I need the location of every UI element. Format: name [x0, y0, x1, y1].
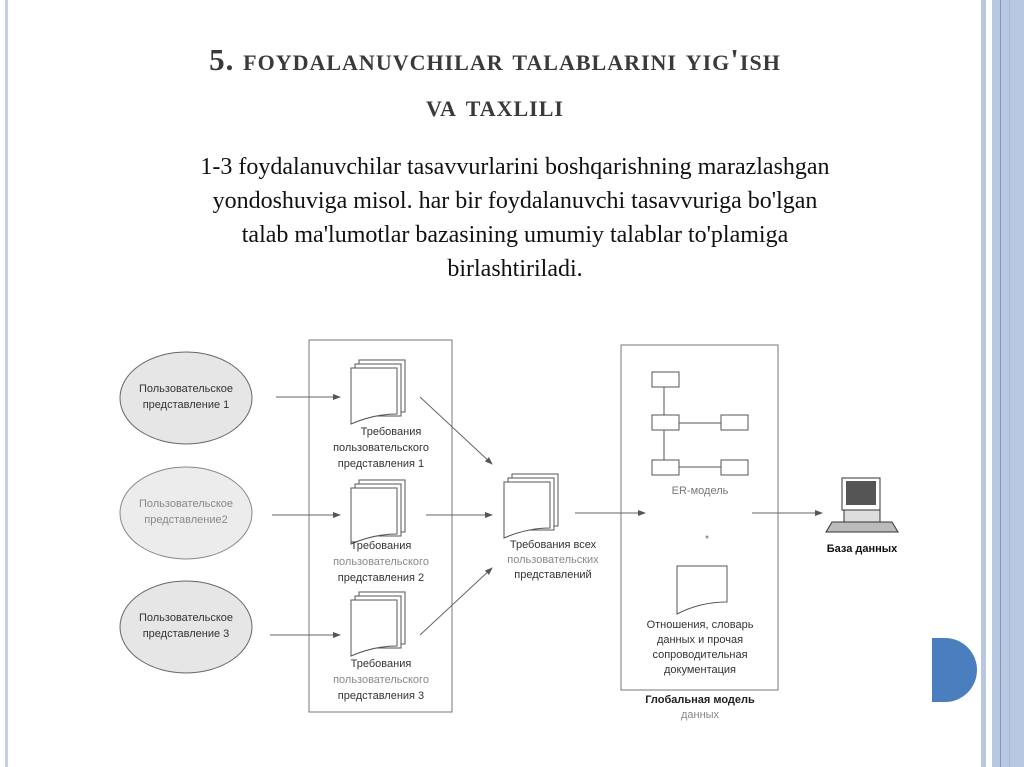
- label: Пользовательское: [139, 383, 233, 395]
- diagram-label: представления 3: [338, 690, 424, 702]
- diagram-shape: [651, 414, 680, 431]
- diagram-label: Требования: [351, 658, 412, 670]
- left-border: [5, 0, 8, 767]
- database-computer-icon: [825, 477, 899, 533]
- er-model-label: ER-модель: [672, 485, 729, 497]
- label: представление 1: [143, 399, 230, 411]
- user-view-2: Пользовательское представление2: [119, 466, 253, 560]
- diagram-shape: [503, 473, 559, 539]
- body-line: birlashtiriladi.: [447, 256, 583, 282]
- relations-doc: [676, 565, 728, 615]
- diagram-shape: [705, 535, 709, 539]
- diagram-label: Требования: [351, 540, 412, 552]
- diagram-shape: [720, 414, 749, 431]
- arrows: [270, 394, 823, 638]
- diagram-label: пользовательского: [333, 442, 429, 454]
- diagram-shape: [350, 479, 406, 545]
- user-view-1: Пользовательское представление 1: [119, 351, 253, 445]
- diagram-shape: [720, 459, 749, 476]
- diagram-shape: [651, 371, 680, 388]
- diagram-label: пользовательского: [333, 674, 429, 686]
- diagram-label: Отношения, словарь: [647, 619, 754, 631]
- decor-stripe-line: [1009, 0, 1010, 767]
- decor-stripe: [992, 0, 1024, 767]
- diagram-shape: [119, 351, 253, 445]
- user-view-3: Пользовательское представление 3: [119, 580, 253, 674]
- diagram-label: представления 1: [338, 458, 424, 470]
- decor-stripe-line: [1000, 0, 1001, 767]
- diagram-shape: [651, 459, 680, 476]
- label: представление2: [144, 514, 227, 526]
- global-model-label: данных: [681, 709, 720, 721]
- diagram-label: Требования всех: [510, 539, 597, 551]
- diagram-label: пользовательских: [507, 554, 599, 566]
- global-model-label: Глобальная модель: [645, 694, 755, 706]
- diagram-shape: [419, 567, 493, 636]
- label: Пользовательское: [139, 612, 233, 624]
- decor-stripe: [981, 0, 986, 767]
- diagram-label: пользовательского: [333, 556, 429, 568]
- diagram-label: сопроводительная: [652, 649, 747, 661]
- diagram-shape: [350, 359, 406, 425]
- slide-title-line1: 5. foydalanuvchilar talablarini yig'ish: [209, 42, 781, 77]
- diagram-label: представлений: [514, 569, 591, 581]
- all-requirements: Требования всех пользовательских предста…: [503, 473, 599, 581]
- diagram-shape: [846, 481, 876, 505]
- requirements-box: [308, 339, 453, 713]
- body-line: 1-3 foydalanuvchilar tasavvurlarini bosh…: [200, 154, 830, 180]
- diagram-shape: [843, 509, 881, 523]
- requirement-2: Требования пользовательского представлен…: [333, 479, 429, 584]
- requirement-3: Требования пользовательского представлен…: [333, 591, 429, 702]
- requirement-1: Требования пользовательского представлен…: [333, 359, 429, 470]
- diagram-shape: [350, 591, 406, 657]
- diagram-label: документация: [664, 664, 736, 676]
- body-line: talab ma'lumotlar bazasining umumiy tala…: [241, 222, 789, 248]
- diagram-label: Требования: [361, 426, 422, 438]
- diagram-shape: [119, 580, 253, 674]
- label: представление 3: [143, 628, 230, 640]
- diagram-shape: [119, 466, 253, 560]
- diagram-shape: [825, 521, 899, 533]
- diagram-shape: [419, 396, 493, 465]
- label: Пользовательское: [139, 498, 233, 510]
- relations-label: Отношения, словарь данных и прочая сопро…: [647, 619, 754, 676]
- slide-title-line2: va taxlili: [426, 88, 564, 123]
- body-line: yondoshuviga misol. har bir foydalanuvch…: [212, 188, 818, 214]
- diagram-label: представления 2: [338, 572, 424, 584]
- er-model-diagram: [651, 371, 749, 476]
- database-label: База данных: [827, 543, 898, 555]
- global-model-box: [620, 344, 779, 691]
- diagram-label: данных и прочая: [657, 634, 743, 646]
- slide-body: 1-3 foydalanuvchilar tasavvurlarini bosh…: [60, 150, 970, 286]
